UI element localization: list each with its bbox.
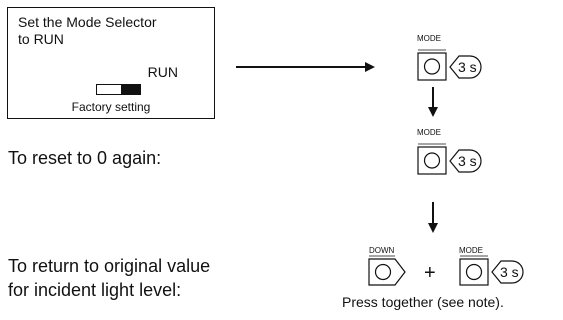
time-bubble-icon (491, 260, 524, 284)
down-key-icon (368, 258, 406, 286)
return-label-line2: for incident light level: (8, 280, 182, 300)
mode-key-label: MODE (417, 34, 441, 43)
duration-label: 3 s (458, 153, 477, 169)
mode-selector-box: Set the Mode Selector to RUN RUN Factory… (7, 7, 215, 119)
plus-sign: + (424, 262, 436, 284)
down-button: DOWN (368, 246, 406, 286)
mode-button-step3: MODE 3 s (459, 246, 524, 286)
time-bubble-icon (449, 149, 482, 173)
press-together-note: Press together (see note). (342, 294, 504, 310)
mode-button-step2: MODE 3 s (417, 128, 482, 175)
run-label: RUN (147, 64, 178, 80)
mode-key-label: MODE (417, 128, 441, 137)
reset-label: To reset to 0 again: (8, 148, 162, 168)
time-bubble-icon (449, 55, 482, 79)
duration-label: 3 s (500, 264, 519, 280)
down-key-label: DOWN (369, 246, 395, 255)
mode-key-label: MODE (459, 246, 483, 255)
factory-setting-label: Factory setting (71, 100, 151, 114)
switch-knob (121, 85, 140, 94)
mode-key-icon (417, 146, 447, 175)
mode-key-icon (459, 258, 489, 286)
instruction-text: Set the Mode Selector to RUN (18, 14, 157, 47)
mode-selector-switch (96, 84, 141, 95)
duration-label: 3 s (458, 59, 477, 75)
mode-button-step1: MODE 3 s (417, 34, 482, 81)
mode-key-icon (417, 52, 447, 81)
return-label-line1: To return to original value (8, 256, 211, 276)
